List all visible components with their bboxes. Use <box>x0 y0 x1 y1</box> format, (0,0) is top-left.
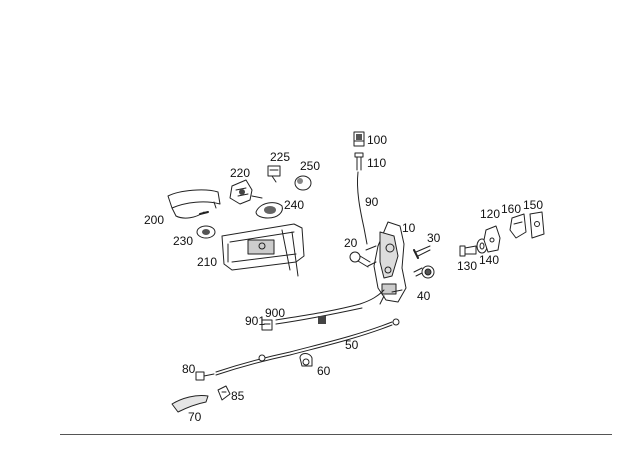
label-150: 150 <box>523 198 544 212</box>
part-60-clip <box>299 353 313 367</box>
label-160: 160 <box>501 202 522 216</box>
label-30: 30 <box>427 231 441 245</box>
label-110: 110 <box>367 156 387 170</box>
part-220-lock-cylinder <box>229 179 263 205</box>
part-225-connector <box>267 165 281 183</box>
part-90-rod <box>357 171 368 245</box>
part-230-gasket <box>196 225 216 239</box>
part-110-pin <box>354 152 364 171</box>
part-240-escutcheon <box>255 202 283 219</box>
label-225: 225 <box>270 150 291 164</box>
label-210: 210 <box>197 255 218 269</box>
part-250-cap <box>294 175 312 191</box>
label-240: 240 <box>284 198 305 212</box>
label-200: 200 <box>144 213 165 227</box>
label-900: 900 <box>265 306 286 320</box>
label-901: 901 <box>245 314 266 328</box>
part-901-connector <box>261 319 273 331</box>
part-80-clip <box>195 371 215 381</box>
label-140: 140 <box>479 253 500 267</box>
part-100-clip <box>353 131 365 147</box>
label-20: 20 <box>344 236 358 250</box>
part-210-handle-carrier <box>221 223 305 277</box>
label-50: 50 <box>345 338 359 352</box>
part-85-retainer <box>217 385 231 401</box>
part-50-cable <box>215 318 400 376</box>
label-230: 230 <box>173 234 194 248</box>
label-70: 70 <box>188 410 202 424</box>
part-30-screw <box>413 245 431 259</box>
part-160-bracket <box>509 213 527 239</box>
label-60: 60 <box>317 364 331 378</box>
part-70-cover <box>171 395 209 413</box>
part-130-bolt <box>459 245 477 257</box>
label-250: 250 <box>300 159 321 173</box>
part-200-handle <box>167 189 221 219</box>
part-20-screw <box>349 251 371 268</box>
part-150-plate <box>529 211 545 239</box>
part-120-striker <box>483 225 501 253</box>
label-130: 130 <box>457 259 478 273</box>
label-100: 100 <box>367 133 388 147</box>
label-40: 40 <box>417 289 431 303</box>
label-90: 90 <box>365 195 379 209</box>
label-120: 120 <box>480 207 501 221</box>
part-40-screw <box>413 265 435 279</box>
label-220: 220 <box>230 166 251 180</box>
part-10-lock-body <box>365 221 407 305</box>
label-10: 10 <box>402 221 416 235</box>
bottom-rule <box>60 434 612 435</box>
part-900-wiring-harness <box>275 289 385 325</box>
label-80: 80 <box>182 362 196 376</box>
label-85: 85 <box>231 389 245 403</box>
